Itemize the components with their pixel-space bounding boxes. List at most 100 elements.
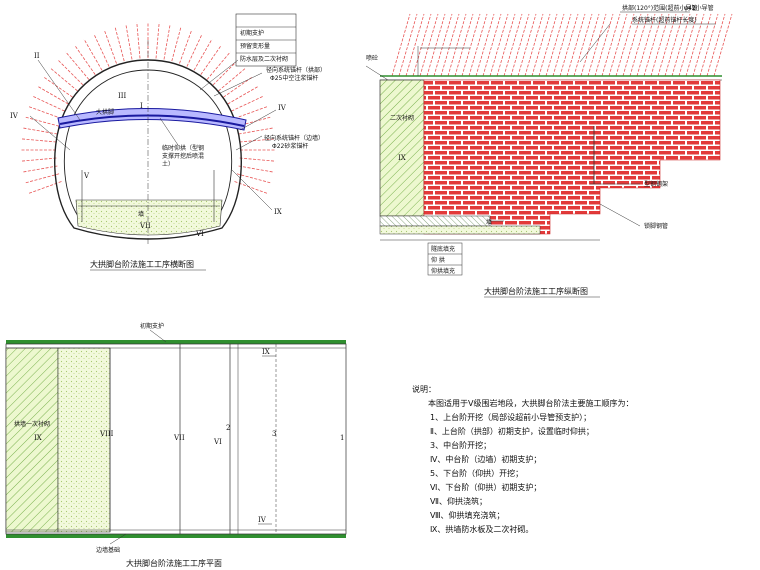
forepoling-bolt bbox=[706, 13, 726, 77]
radial-bolt bbox=[212, 59, 239, 86]
radial-bolt bbox=[103, 29, 117, 64]
radial-bolt bbox=[21, 127, 58, 135]
radial-bolt bbox=[171, 26, 182, 62]
forepoling-bolt bbox=[692, 13, 712, 77]
forepoling-bolt bbox=[454, 13, 474, 77]
plan-leader-bottom bbox=[109, 533, 127, 545]
radial-bolt bbox=[155, 22, 160, 59]
big-foot-label: 大拱脚 bbox=[96, 108, 114, 116]
roman-I: I bbox=[140, 102, 143, 110]
roman-II: II bbox=[34, 52, 40, 60]
cross-leaders bbox=[29, 59, 277, 211]
fill-label: 填 bbox=[138, 210, 144, 218]
plan-lining-label: 拱墙一次衬砌 bbox=[14, 420, 50, 428]
steel-label: 型钢钢架 bbox=[644, 180, 668, 188]
radial-bolt bbox=[83, 38, 103, 71]
forepoling-bolt bbox=[433, 13, 453, 77]
forepoling-bolt bbox=[587, 13, 607, 77]
plan-support-top bbox=[6, 340, 346, 344]
roman-V: V bbox=[83, 172, 90, 180]
forepoling-bolt bbox=[678, 13, 698, 77]
forepoling-bolt bbox=[664, 13, 684, 77]
radial-bolt bbox=[179, 29, 193, 64]
forepoling-bolt bbox=[671, 13, 691, 77]
forepoling-bolt bbox=[699, 13, 719, 77]
forepoling-bolt bbox=[608, 13, 628, 77]
lock-pipe-label: 锁脚钢管 bbox=[644, 222, 668, 230]
notes-heading: 说明： bbox=[412, 384, 436, 394]
forepoling-bolt bbox=[440, 13, 460, 77]
forepoling-bolt bbox=[510, 13, 530, 77]
radial-bolt bbox=[74, 44, 96, 75]
radial-bolt bbox=[239, 138, 276, 143]
forepoling-bolt bbox=[482, 13, 502, 77]
radial-bolt bbox=[65, 51, 90, 80]
radial-bolt bbox=[49, 67, 78, 92]
forepoling-bolt bbox=[475, 13, 495, 77]
plan-num-1: 1 bbox=[340, 434, 344, 442]
cross-legend-3: 防水层及二次衬砌 bbox=[240, 55, 288, 63]
forepoling-bolt bbox=[643, 13, 663, 77]
plan-num-2: 2 bbox=[226, 424, 230, 432]
radial-bolt bbox=[231, 95, 265, 112]
long-legend-2: 仰 拱 bbox=[431, 256, 445, 264]
plan-title: 大拱脚台阶法施工工序平面 bbox=[126, 558, 222, 568]
notes-item-1: 1、上台阶开挖（局部设超前小导管预支护）； bbox=[430, 412, 591, 422]
forepoling-bolt bbox=[601, 13, 621, 77]
temp-invert-label: 临时仰拱（型钢 bbox=[162, 144, 204, 152]
radial-bolt bbox=[31, 95, 65, 112]
plan-roman-VII: VII bbox=[173, 434, 185, 442]
forepoling-bolt bbox=[685, 13, 705, 77]
forepoling-bolt bbox=[426, 13, 446, 77]
plan-roman-IX-top: IX bbox=[262, 348, 270, 356]
forepoling-bolt bbox=[419, 13, 439, 77]
forepoling-bolt bbox=[545, 13, 565, 77]
radial-bolt bbox=[20, 157, 57, 162]
notes-item-8: Ⅷ、仰拱填充浇筑； bbox=[430, 510, 505, 520]
fill-band bbox=[379, 225, 541, 235]
notes-item-4: Ⅳ、中台阶（边墙）初期支护； bbox=[430, 454, 541, 464]
bolt-side-spec: Φ22砂浆锚杆 bbox=[272, 142, 308, 150]
forepoling-bolt bbox=[538, 13, 558, 77]
forepoling-bolt bbox=[496, 13, 516, 77]
top-note-1: 拱部(120°)范围(超前小导管 bbox=[622, 4, 697, 12]
cross-section-title: 大拱脚台阶法施工工序横断图 bbox=[90, 259, 194, 269]
lining-label: 二次衬砌 bbox=[390, 114, 414, 122]
notes-intro: 本图适用于Ⅴ级围岩地段，大拱脚台阶法主要施工顺序为： bbox=[428, 398, 633, 408]
forepoling-bolt bbox=[657, 13, 677, 77]
radial-bolt bbox=[186, 33, 203, 67]
radial-bolt bbox=[57, 59, 84, 86]
cross-legend-1: 初期支护 bbox=[240, 29, 264, 37]
plan-lining-zone bbox=[5, 347, 59, 533]
top-forepoling-bolts bbox=[391, 13, 733, 77]
long-legend: 隧底填充 仰 拱 仰拱填充 bbox=[427, 242, 463, 276]
temporary-invert-core bbox=[59, 114, 245, 127]
radial-bolt bbox=[238, 127, 275, 135]
roman-VII: VII bbox=[139, 222, 151, 230]
cross-legend-2: 预留变形量 bbox=[240, 42, 270, 50]
forepoling-bolt bbox=[524, 13, 544, 77]
radial-bolt bbox=[136, 22, 141, 59]
forepoling-bolt bbox=[489, 13, 509, 77]
radial-bolt bbox=[163, 23, 171, 60]
long-legend-1: 隧底填充 bbox=[431, 245, 455, 253]
radial-bolt bbox=[21, 165, 58, 173]
notes-block: 说明： 本图适用于Ⅴ级围岩地段，大拱脚台阶法主要施工顺序为： 1、上台阶开挖（局… bbox=[412, 384, 633, 534]
top-note-3: 系统锚杆(超前锚杆长度) bbox=[632, 16, 697, 24]
radial-bolt bbox=[27, 105, 62, 119]
forepoling-bolt bbox=[650, 13, 670, 77]
long-leaders bbox=[365, 11, 716, 227]
plan-support-bottom bbox=[6, 534, 346, 538]
radial-bolt bbox=[200, 44, 222, 75]
long-legend-3: 仰拱填充 bbox=[431, 267, 455, 275]
radial-bolt bbox=[236, 173, 272, 184]
invert-fill-band bbox=[75, 199, 223, 236]
excavation-face bbox=[423, 79, 721, 235]
bolt-upper-label: 径向系统锚杆（拱部） bbox=[266, 66, 326, 74]
plan-view: 初期支护 拱墙一次衬砌 边墙基础 IX VIII VII VI 2 3 1 IX… bbox=[5, 322, 347, 568]
temp-invert-label-2: 支撑开挖后喷混 bbox=[162, 152, 204, 160]
radial-bolt bbox=[239, 157, 276, 162]
invert-band bbox=[379, 215, 491, 227]
forepoling-bolt bbox=[594, 13, 614, 77]
plan-roman-IX: IX bbox=[34, 434, 42, 442]
